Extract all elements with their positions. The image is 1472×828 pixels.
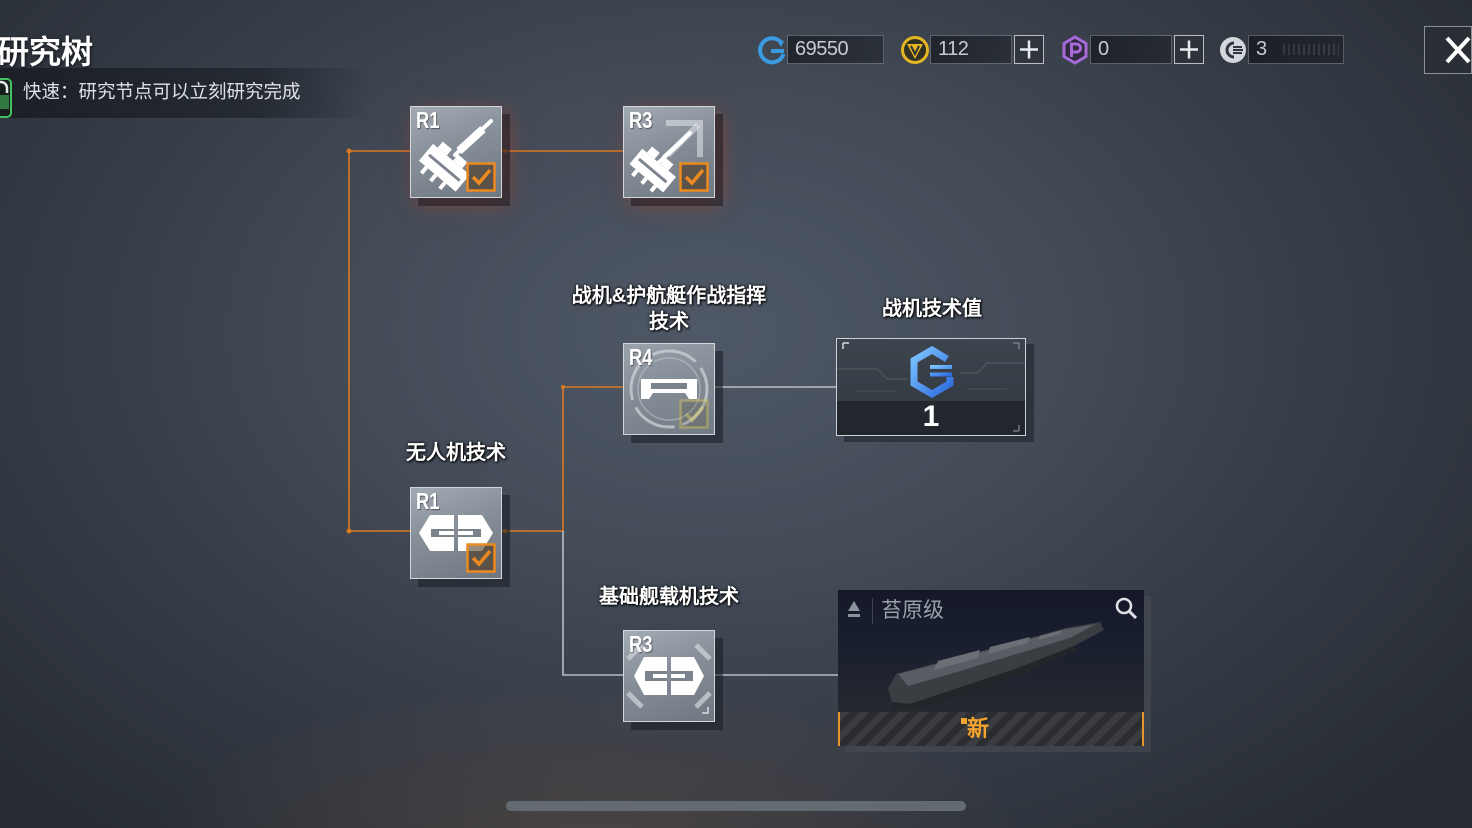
turret-upgrade-icon [629,120,703,193]
node-rank: R3 [629,631,653,657]
coin-value: 112 [938,38,969,60]
hint-bar: 快速：研究节点可以立刻研究完成 [0,68,372,118]
node-rank: R4 [629,344,653,370]
token-value: 3 [1256,38,1267,60]
node-label-carrier-aircraft: 基础舰载机技术 [599,586,739,608]
research-node-drone[interactable]: R1 [410,487,502,579]
credits-display: 69550 [787,35,884,64]
magnifier-icon[interactable] [1114,596,1138,620]
p-hexagon-icon [1062,35,1088,65]
new-badge: 新 [967,716,990,741]
premium-value: 0 [1098,38,1109,60]
add-coin-button[interactable] [1014,35,1044,64]
lock-icon [0,78,12,118]
page-title: 研究树 [0,34,94,70]
node-rank: R1 [416,107,440,133]
drone-icon [419,515,493,551]
node-label-command: 战机&护航艇作战指挥技术 [571,285,767,333]
credits-value: 69550 [795,38,849,60]
home-indicator [506,801,966,811]
carrier-ship-icon [888,622,1104,710]
tech-value-label: 战机技术值 [882,298,982,320]
checkbox-icon [679,399,709,429]
connector-dots [346,148,565,534]
card-status-bar: 新 [838,712,1144,746]
tech-value-strip [837,401,1025,435]
fighter-tech-icon [910,346,954,398]
tech-value-number: 1 [922,400,940,433]
research-node-turret[interactable]: R1 [410,106,502,198]
research-node-carrier-aircraft[interactable]: R3 [623,630,715,722]
node-rank: R1 [416,488,440,514]
fighter-tech-value-panel[interactable]: 1 [836,338,1026,436]
ship-unlock-card[interactable]: 苔原级 新 [838,590,1144,746]
ship-name: 苔原级 [881,599,944,622]
v-coin-icon [901,36,929,64]
premium-display: 0 [1090,35,1172,64]
checkbox-icon [466,543,496,573]
hint-text: 快速：研究节点可以立刻研究完成 [23,81,301,102]
triangle-rank-icon [848,601,860,617]
add-premium-button[interactable] [1174,35,1204,64]
turret-icon [418,119,493,192]
close-icon [1445,36,1471,64]
checkbox-icon [679,162,709,192]
coin-display: 112 [930,35,1012,64]
research-node-turret-upgrade[interactable]: R3 [623,106,715,198]
node-rank: R3 [629,107,653,133]
circuit-decoration [837,342,1025,432]
active-connectors [348,150,623,532]
research-node-command[interactable]: R4 [623,343,715,435]
inactive-connectors [562,386,838,676]
command-ring-icon [629,349,709,429]
carrier-aircraft-icon [626,643,712,714]
node-label-drone: 无人机技术 [406,442,506,464]
close-button[interactable] [1424,26,1472,74]
plus-icon [1020,40,1038,59]
plus-icon [1180,40,1198,59]
checkbox-icon [466,162,496,192]
new-indicator-dot [961,718,967,724]
card-divider [872,598,873,624]
cycle-credit-icon [758,36,786,65]
c-token-icon [1220,37,1246,63]
token-display: 3 [1248,35,1344,64]
token-progress-ticks [1283,44,1339,55]
